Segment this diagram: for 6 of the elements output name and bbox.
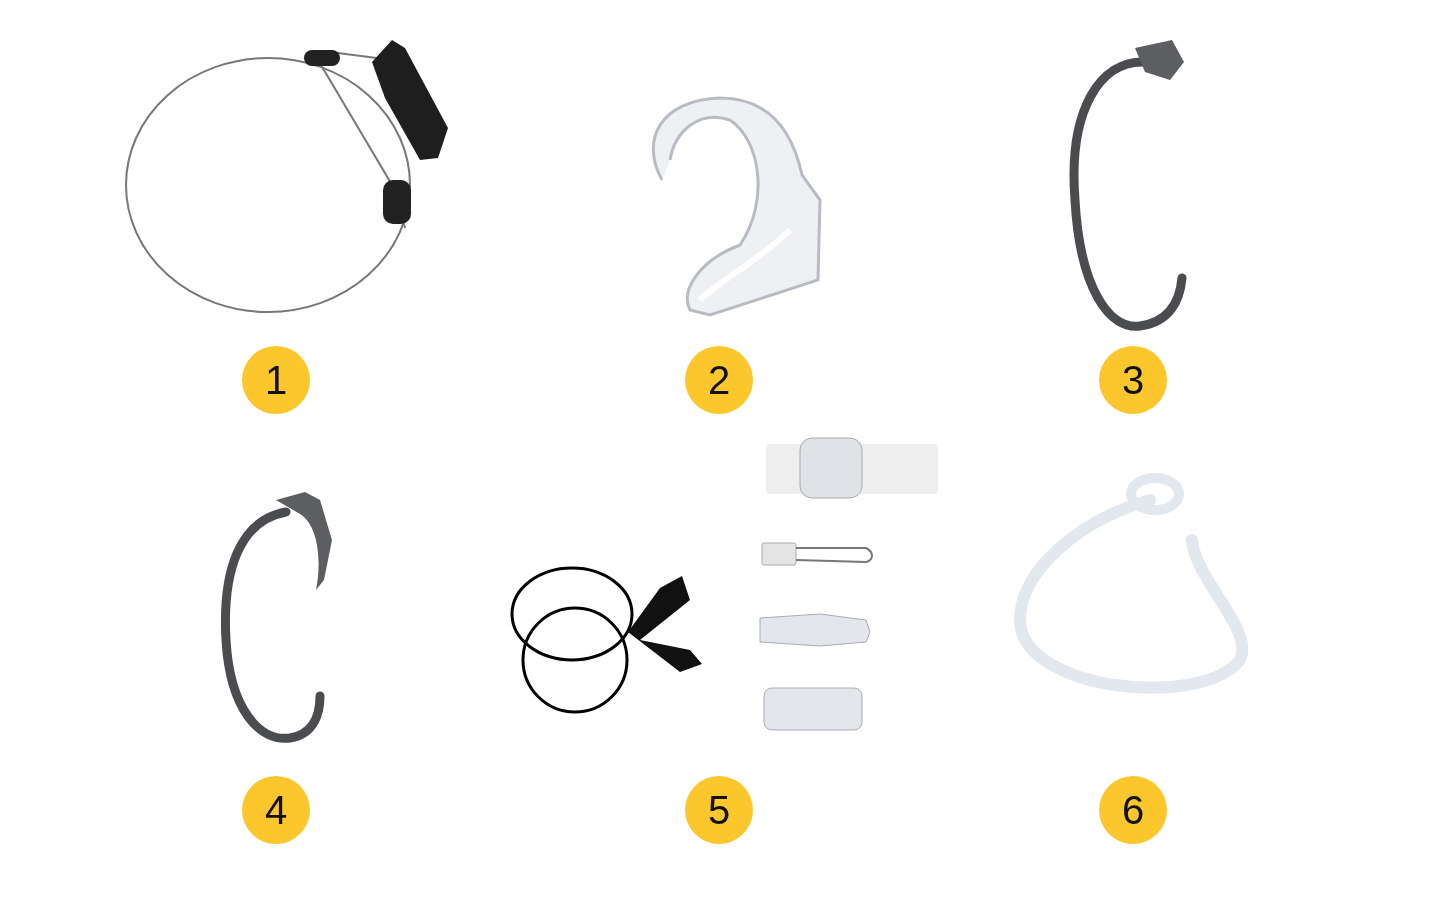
callout-number: 1 <box>242 346 310 414</box>
callout-number: 5 <box>685 776 753 844</box>
callout-number: 6 <box>1099 776 1167 844</box>
callout-number: 4 <box>242 776 310 844</box>
callout-number: 3 <box>1099 346 1167 414</box>
callout-number: 2 <box>685 346 753 414</box>
